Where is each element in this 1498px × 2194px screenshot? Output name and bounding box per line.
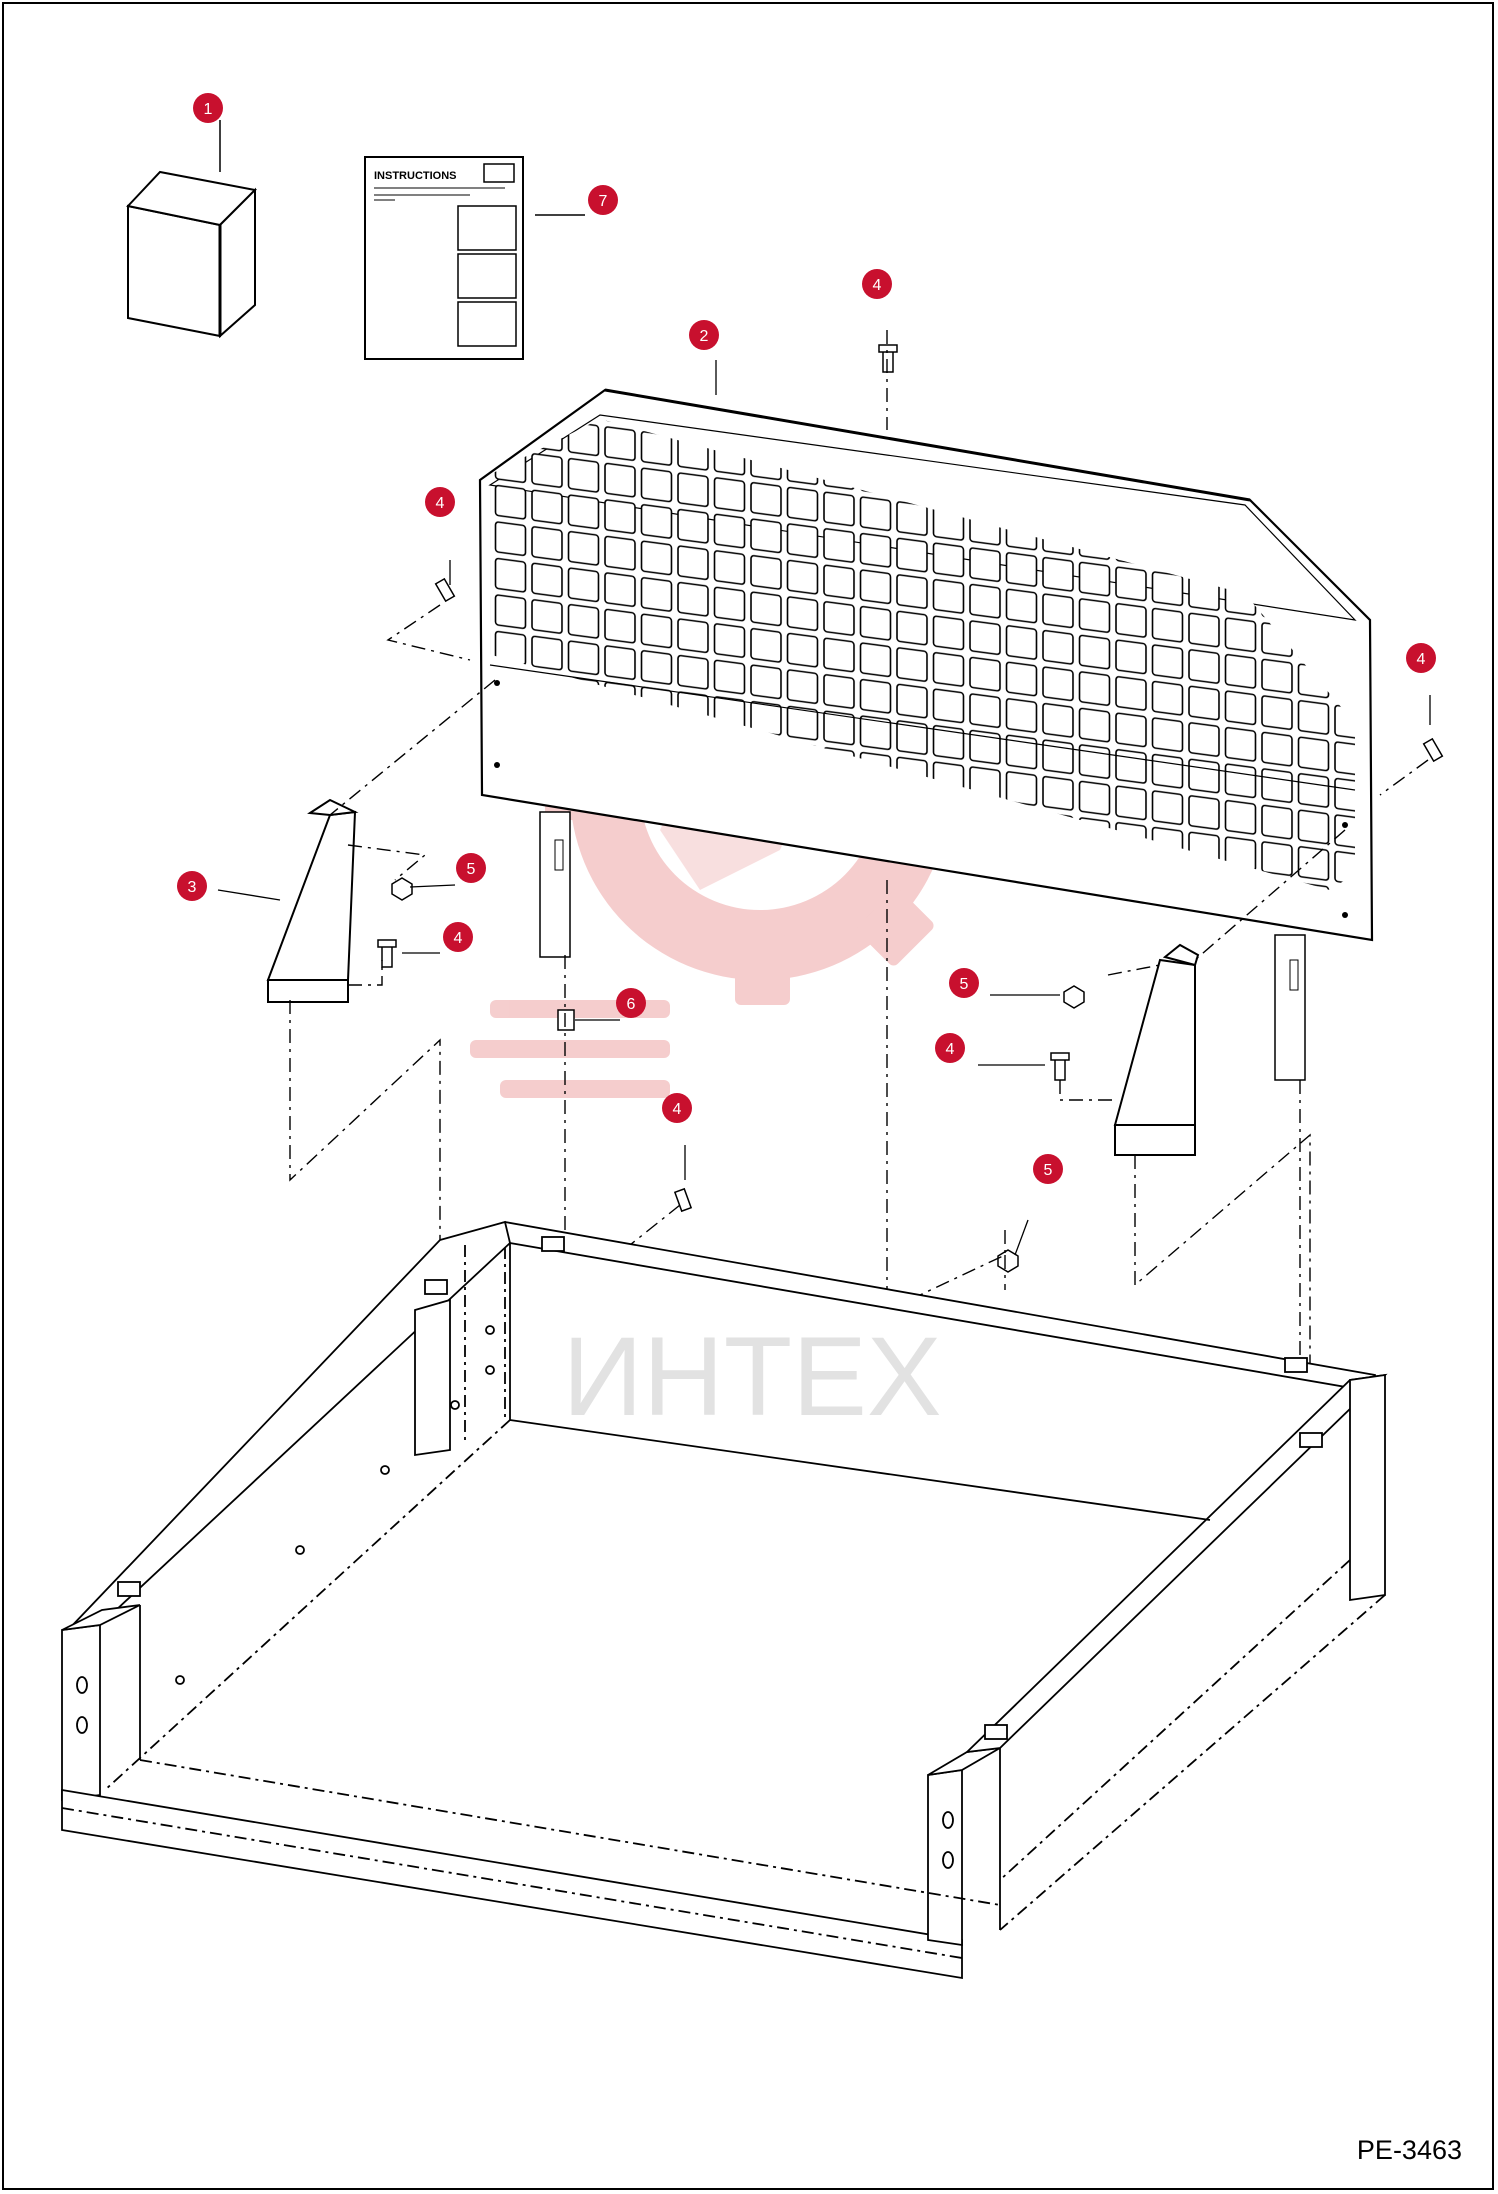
svg-text:6: 6	[627, 996, 636, 1013]
svg-text:7: 7	[599, 193, 608, 210]
callout-2: 2	[689, 320, 719, 350]
watermark-text: ИНТЕХ	[562, 1314, 941, 1439]
callout-4-right-panel: 4	[1406, 643, 1436, 673]
instruction-sheet-title: INSTRUCTIONS	[374, 170, 457, 182]
instruction-sheet: INSTRUCTIONS	[364, 156, 524, 360]
callout-5-bottom: 5	[1033, 1154, 1063, 1184]
assembly-guide-lines	[289, 330, 1429, 1375]
callout-4-left-panel: 4	[425, 487, 455, 517]
right-brace-bracket	[1113, 943, 1200, 1156]
svg-text:5: 5	[960, 976, 969, 993]
callout-3: 3	[177, 871, 207, 901]
svg-text:4: 4	[1417, 651, 1426, 668]
base-frame	[61, 1220, 1388, 1980]
callout-7: 7	[588, 185, 618, 215]
callout-1: 1	[193, 93, 223, 123]
callout-6: 6	[616, 988, 646, 1018]
svg-text:4: 4	[436, 495, 445, 512]
mesh-partition-panel	[478, 388, 1374, 1081]
leader-lines	[217, 360, 1431, 1256]
drawing-code: PE-3463	[1356, 2135, 1462, 2165]
callout-4-top: 4	[862, 269, 892, 299]
svg-text:5: 5	[1044, 1162, 1053, 1179]
svg-text:4: 4	[873, 277, 882, 294]
svg-text:4: 4	[454, 930, 463, 947]
callout-4-right-brace: 4	[935, 1033, 965, 1063]
callout-markers: 1 7 4 2 4 4 3 5 4 6 5 4 4 5	[177, 93, 1436, 1184]
callout-4-left-brace: 4	[443, 922, 473, 952]
svg-text:1: 1	[204, 101, 213, 118]
left-brace-bracket	[266, 798, 359, 1003]
callout-4-bottom: 4	[662, 1093, 692, 1123]
kit-box	[126, 170, 258, 339]
callout-5-right: 5	[949, 968, 979, 998]
svg-text:3: 3	[188, 879, 197, 896]
svg-text:4: 4	[673, 1101, 682, 1118]
svg-text:5: 5	[467, 861, 476, 878]
hardware-fasteners	[377, 344, 1444, 1273]
svg-text:2: 2	[700, 328, 709, 345]
svg-text:4: 4	[946, 1041, 955, 1058]
callout-5-left: 5	[456, 853, 486, 883]
